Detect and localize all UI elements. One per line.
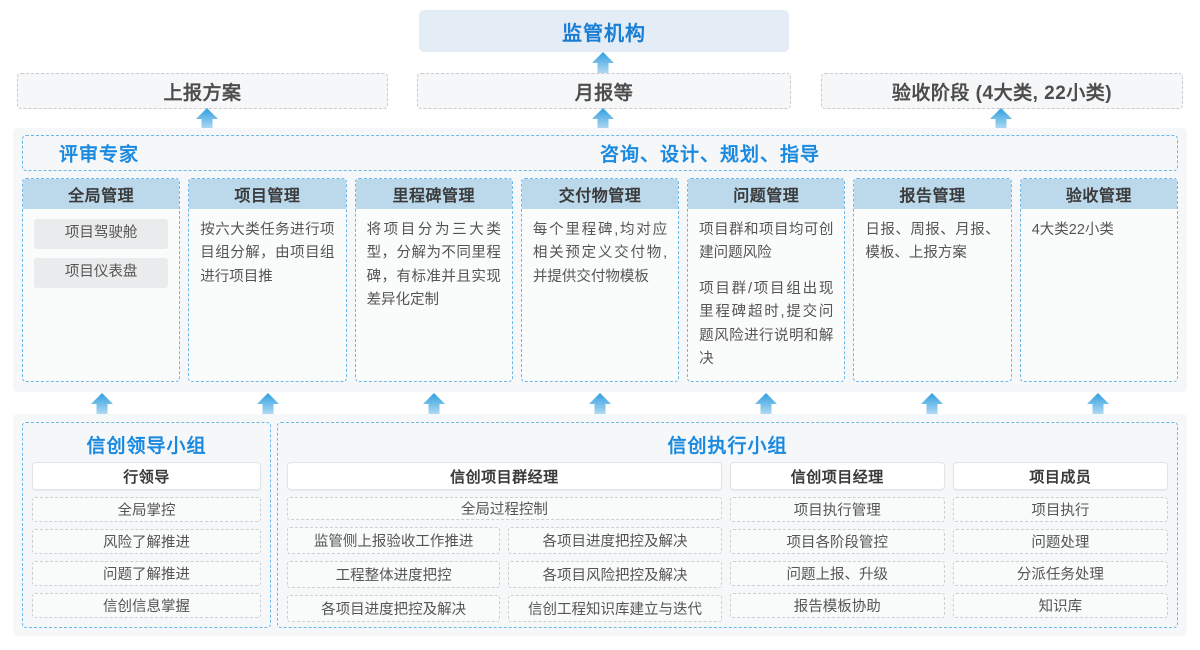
card-paragraph: 每个里程碑,均对应相关预定义交付物,并提供交付物模板 — [532, 222, 668, 285]
column-head: 行领导 — [32, 462, 261, 490]
card-global-management[interactable]: 全局管理 项目驾驶舱 项目仪表盘 — [22, 178, 181, 382]
management-band: 评审专家 咨询、设计、规划、指导 全局管理 项目驾驶舱 项目仪表盘 项目管理 按… — [13, 128, 1187, 392]
arrow-up-icon — [423, 393, 445, 419]
card-acceptance-management[interactable]: 验收管理 4大类22小类 — [1019, 178, 1178, 382]
pill-item[interactable]: 项目仪表盘 — [34, 258, 169, 288]
cell-item[interactable]: 全局过程控制 — [287, 497, 722, 520]
cell-item[interactable]: 报告模板协助 — [729, 593, 945, 618]
cell-item[interactable]: 问题上报、升级 — [729, 561, 945, 586]
card-body: 按六大类任务进行项目组分解，由项目组进行项目推 — [189, 209, 345, 297]
card-paragraph: 按六大类任务进行项目组分解，由项目组进行项目推 — [200, 222, 335, 285]
cell-item[interactable]: 项目执行管理 — [729, 497, 945, 522]
card-body: 4大类22小类 — [1021, 209, 1177, 250]
card-paragraph: 4大类22小类 — [1031, 222, 1114, 238]
card-body: 日报、周报、月报、模板、上报方案 — [854, 209, 1010, 274]
cell-item[interactable]: 问题了解推进 — [32, 561, 261, 586]
arrow-up-icon — [196, 108, 218, 134]
column-head: 信创项目群经理 — [287, 462, 722, 490]
card-paragraph: 日报、周报、月报、模板、上报方案 — [865, 222, 1000, 262]
card-title: 验收管理 — [1020, 179, 1177, 209]
card-body: 将项目分为三大类型，分解为不同里程碑，有标准并且实现差异化定制 — [356, 209, 512, 321]
arrow-up-icon — [592, 52, 614, 78]
column-head: 信创项目经理 — [729, 462, 945, 490]
cell-item[interactable]: 分派任务处理 — [952, 561, 1168, 586]
cell-item[interactable]: 各项目进度把控及解决 — [287, 595, 501, 622]
group-execution: 信创执行小组 信创项目群经理 全局过程控制 监管侧上报验收工作推进 工程整体进度… — [277, 422, 1178, 628]
card-project-management[interactable]: 项目管理 按六大类任务进行项目组分解，由项目组进行项目推 — [188, 178, 347, 382]
reviewer-label: 评审专家 — [59, 144, 140, 166]
column-bank-leader: 行领导 全局掌控 风险了解推进 问题了解推进 信创信息掌握 — [32, 462, 261, 618]
cell-item[interactable]: 问题处理 — [952, 529, 1168, 554]
group-leadership: 信创领导小组 行领导 全局掌控 风险了解推进 问题了解推进 信创信息掌握 — [22, 422, 271, 628]
arrow-up-icon — [592, 108, 614, 134]
column-program-manager: 信创项目群经理 全局过程控制 监管侧上报验收工作推进 工程整体进度把控 各项目进… — [287, 462, 722, 622]
arrow-up-icon — [1087, 393, 1109, 419]
report-box-monthly: 月报等 — [417, 73, 791, 109]
arrow-up-icon — [91, 393, 113, 419]
cell-item[interactable]: 项目各阶段管控 — [729, 529, 945, 554]
cell-item[interactable]: 信创信息掌握 — [32, 593, 261, 618]
column-project-member: 项目成员 项目执行 问题处理 分派任务处理 知识库 — [952, 462, 1168, 618]
arrow-up-icon — [589, 393, 611, 419]
group-title: 信创领导小组 — [86, 436, 207, 457]
arrow-up-icon — [990, 108, 1012, 134]
report-box-monthly-label: 月报等 — [574, 82, 634, 104]
card-body: 项目群和项目均可创建问题风险 项目群/项目组出现里程碑超时,提交问题风险进行说明… — [688, 209, 844, 380]
report-box-plan: 上报方案 — [17, 73, 388, 109]
group-columns: 信创项目群经理 全局过程控制 监管侧上报验收工作推进 工程整体进度把控 各项目进… — [287, 462, 1168, 622]
card-title: 问题管理 — [688, 179, 845, 209]
cell-item[interactable]: 知识库 — [952, 593, 1168, 618]
subcolumn-right: 各项目进度把控及解决 各项目风险把控及解决 信创工程知识库建立与迭代 — [508, 527, 722, 622]
card-issue-management[interactable]: 问题管理 项目群和项目均可创建问题风险 项目群/项目组出现里程碑超时,提交问题风… — [687, 178, 846, 382]
cell-item[interactable]: 各项目进度把控及解决 — [508, 527, 722, 554]
cell-item[interactable]: 监管侧上报验收工作推进 — [287, 527, 501, 554]
column-head: 项目成员 — [952, 462, 1168, 490]
card-report-management[interactable]: 报告管理 日报、周报、月报、模板、上报方案 — [853, 178, 1012, 382]
subcolumn-left: 监管侧上报验收工作推进 工程整体进度把控 各项目进度把控及解决 — [287, 527, 501, 622]
regulator-box: 监管机构 — [419, 10, 789, 52]
cell-item[interactable]: 项目执行 — [952, 497, 1168, 522]
card-body: 项目驾驶舱 项目仪表盘 — [23, 209, 179, 305]
management-cards: 全局管理 项目驾驶舱 项目仪表盘 项目管理 按六大类任务进行项目组分解，由项目组… — [22, 178, 1178, 382]
arrow-up-icon — [921, 393, 943, 419]
group-title: 信创执行小组 — [667, 436, 788, 457]
arrow-up-icon — [755, 393, 777, 419]
report-box-plan-label: 上报方案 — [163, 82, 242, 104]
card-deliverable-management[interactable]: 交付物管理 每个里程碑,均对应相关预定义交付物,并提供交付物模板 — [520, 178, 680, 382]
pill-item[interactable]: 项目驾驶舱 — [34, 219, 169, 249]
card-title: 里程碑管理 — [355, 179, 512, 209]
card-title: 交付物管理 — [521, 179, 679, 209]
band-header: 评审专家 咨询、设计、规划、指导 — [22, 135, 1178, 171]
teams-band: 信创领导小组 行领导 全局掌控 风险了解推进 问题了解推进 信创信息掌握 信创执… — [13, 414, 1187, 636]
cell-item[interactable]: 全局掌控 — [32, 497, 261, 522]
arrow-up-icon — [257, 393, 279, 419]
card-title: 项目管理 — [189, 179, 346, 209]
card-title: 报告管理 — [854, 179, 1011, 209]
card-title: 全局管理 — [23, 179, 180, 209]
report-box-acceptance: 验收阶段 (4大类, 22小类) — [821, 73, 1183, 109]
regulator-label: 监管机构 — [562, 22, 646, 45]
report-box-acceptance-label: 验收阶段 (4大类, 22小类) — [891, 82, 1113, 104]
card-body: 每个里程碑,均对应相关预定义交付物,并提供交付物模板 — [522, 209, 678, 297]
cell-item[interactable]: 工程整体进度把控 — [287, 561, 501, 588]
card-paragraph: 项目群和项目均可创建问题风险 — [699, 222, 834, 262]
cell-item[interactable]: 信创工程知识库建立与迭代 — [508, 595, 722, 622]
consulting-label: 咨询、设计、规划、指导 — [600, 144, 821, 166]
cell-item[interactable]: 风险了解推进 — [32, 529, 261, 554]
group-columns: 行领导 全局掌控 风险了解推进 问题了解推进 信创信息掌握 — [32, 462, 261, 618]
card-paragraph: 将项目分为三大类型，分解为不同里程碑，有标准并且实现差异化定制 — [366, 222, 501, 309]
card-paragraph: 项目群/项目组出现里程碑超时,提交问题风险进行说明和解决 — [699, 280, 834, 368]
card-milestone-management[interactable]: 里程碑管理 将项目分为三大类型，分解为不同里程碑，有标准并且实现差异化定制 — [354, 178, 513, 382]
column-project-manager: 信创项目经理 项目执行管理 项目各阶段管控 问题上报、升级 报告模板协助 — [729, 462, 945, 618]
program-manager-subcolumns: 监管侧上报验收工作推进 工程整体进度把控 各项目进度把控及解决 各项目进度把控及… — [287, 527, 722, 622]
cell-item[interactable]: 各项目风险把控及解决 — [508, 561, 722, 588]
